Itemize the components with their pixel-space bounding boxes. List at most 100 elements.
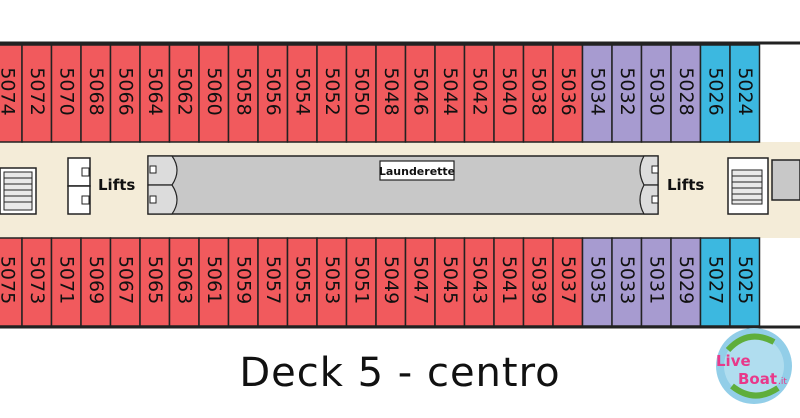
cabin-row-bottom: 5075 5073 5071 5069 5067 5065 5063 5061 5059 5057… [0,237,761,327]
cabin-5043 [463,237,495,327]
central-core [147,155,659,215]
cabin-5024 [729,44,761,143]
cabin-5049 [375,237,407,327]
lifts-label-left: Lifts [98,176,135,194]
cabin-5060 [198,44,230,143]
cabin-number-5050: 5050 [350,67,372,115]
cabin-5065 [139,237,171,327]
cabin-number-5072: 5072 [26,67,48,115]
cabin-number-5047: 5047 [409,256,431,304]
cabin-5056 [257,44,289,143]
cabin-number-5039: 5039 [527,256,549,304]
cabin-number-5025: 5025 [734,256,756,304]
cabin-5054 [286,44,318,143]
cabin-number-5069: 5069 [85,256,107,304]
cabin-number-5048: 5048 [380,67,402,115]
cabin-number-5070: 5070 [55,67,77,115]
cabin-number-5052: 5052 [321,67,343,115]
cabin-number-5056: 5056 [262,67,284,115]
cabin-number-5044: 5044 [439,67,461,115]
cabin-number-5059: 5059 [232,256,254,304]
launderette-label: Launderette [379,165,455,178]
cabin-number-5064: 5064 [144,67,166,115]
cabin-5026 [699,44,731,143]
lifts-left [67,157,91,215]
cabin-5027 [699,237,731,327]
cabin-number-5073: 5073 [26,256,48,304]
cabin-number-5030: 5030 [645,67,667,115]
cabin-number-5065: 5065 [144,256,166,304]
cabin-5025 [729,237,761,327]
cabin-5067 [109,237,141,327]
cabin-number-5028: 5028 [675,67,697,115]
cabin-number-5068: 5068 [85,67,107,115]
cabin-5028 [670,44,702,143]
cabin-number-5036: 5036 [557,67,579,115]
cabin-number-5029: 5029 [675,256,697,304]
cabin-5035 [581,237,613,327]
cabin-number-5061: 5061 [203,256,225,304]
cabin-number-5058: 5058 [232,67,254,115]
cabin-5038 [522,44,554,143]
cabin-number-5032: 5032 [616,67,638,115]
cabin-number-5024: 5024 [734,67,756,115]
cabin-number-5041: 5041 [498,256,520,304]
cabin-number-5060: 5060 [203,67,225,115]
deck-title: Deck 5 - centro [239,350,561,396]
cabin-5051 [345,237,377,327]
cabin-number-5053: 5053 [321,256,343,304]
cabin-number-5033: 5033 [616,256,638,304]
logo-text-boat: Boat [738,370,777,388]
cabin-row-top: 5074 5072 5070 5068 5066 5064 5062 5060 5058 5056… [0,44,761,143]
cabin-5046 [404,44,436,143]
cabin-5030 [640,44,672,143]
cabin-number-5046: 5046 [409,67,431,115]
cabin-number-5027: 5027 [704,256,726,304]
cabin-number-5054: 5054 [291,67,313,115]
cabin-5055 [286,237,318,327]
cabin-5059 [227,237,259,327]
cabin-number-5057: 5057 [262,256,284,304]
cabin-5063 [168,237,200,327]
cabin-5066 [109,44,141,143]
cabin-5061 [198,237,230,327]
cabin-5058 [227,44,259,143]
cabin-5073 [21,237,53,327]
cabin-number-5034: 5034 [586,67,608,115]
cabin-5037 [552,237,584,327]
cabin-number-5055: 5055 [291,256,313,304]
launderette-sign [379,160,455,181]
cabin-number-5075: 5075 [0,256,18,304]
cabin-5044 [434,44,466,143]
stairs-left [0,167,37,215]
cabin-5041 [493,237,525,327]
logo-text-live: Live [716,352,751,370]
cabin-5048 [375,44,407,143]
cabin-number-5038: 5038 [527,67,549,115]
cabin-number-5040: 5040 [498,67,520,115]
cabin-number-5037: 5037 [557,256,579,304]
cabin-number-5031: 5031 [645,256,667,304]
logo-text-suffix: .it [778,377,787,387]
cabin-number-5066: 5066 [114,67,136,115]
cabin-number-5074: 5074 [0,67,18,115]
cabin-number-5067: 5067 [114,256,136,304]
cabin-5064 [139,44,171,143]
liveboat-logo: Live Boat .it [716,328,792,404]
cabin-number-5071: 5071 [55,256,77,304]
stairs-right [727,157,800,215]
cabin-number-5063: 5063 [173,256,195,304]
cabin-number-5026: 5026 [704,67,726,115]
cabin-5057 [257,237,289,327]
cabin-number-5035: 5035 [586,256,608,304]
cabin-5029 [670,237,702,327]
cabin-5050 [345,44,377,143]
cabin-5052 [316,44,348,143]
cabin-5070 [50,44,82,143]
cabin-number-5049: 5049 [380,256,402,304]
cabin-5069 [80,237,112,327]
cabin-number-5062: 5062 [173,67,195,115]
cabin-5036 [552,44,584,143]
cabin-5033 [611,237,643,327]
